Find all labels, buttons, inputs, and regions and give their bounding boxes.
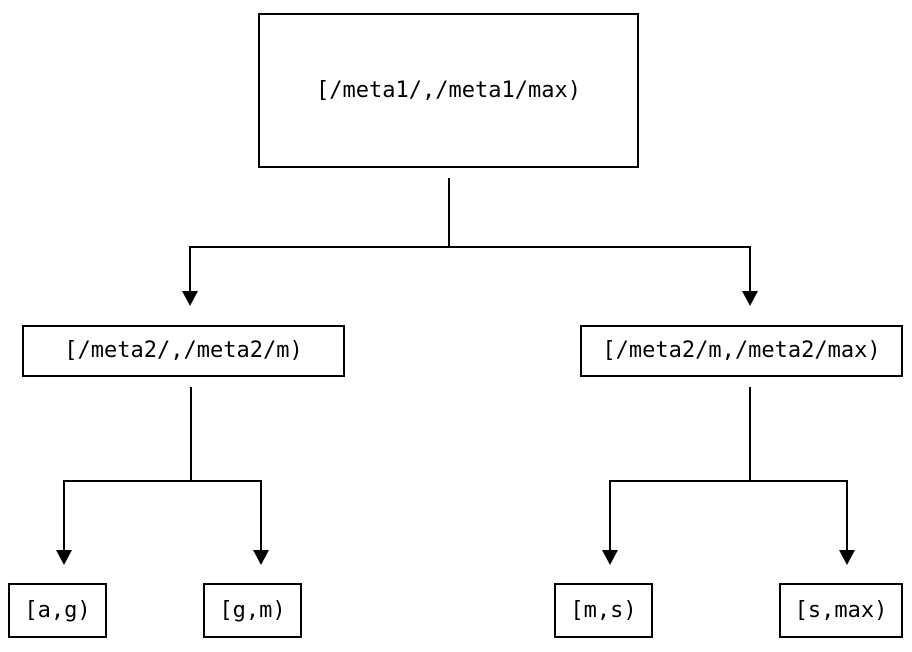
node-leaf-ms: [m,s) (554, 583, 653, 638)
edge-meta2-low-stem (64, 387, 261, 482)
arrow-down-icon (56, 550, 72, 565)
node-leaf-ag: [a,g) (8, 583, 107, 638)
node-meta2-high: [/meta2/m,/meta2/max) (580, 325, 903, 377)
node-meta2-low: [/meta2/,/meta2/m) (22, 325, 345, 377)
arrow-down-icon (602, 550, 618, 565)
node-leaf-gm-label: [g,m) (219, 597, 286, 623)
node-meta2-high-label: [/meta2/m,/meta2/max) (602, 338, 881, 363)
arrow-down-icon (182, 291, 198, 306)
edge-root-to-meta2-high (742, 246, 758, 306)
node-root-label: [/meta1/,/meta1/max) (316, 77, 581, 103)
node-leaf-ag-label: [a,g) (24, 597, 91, 623)
edge-meta2-high-to-leaf-smax (839, 480, 855, 565)
node-meta2-low-label: [/meta2/,/meta2/m) (64, 338, 303, 363)
arrow-down-icon (742, 291, 758, 306)
edge-meta2-low-to-leaf-ag (56, 480, 72, 565)
edge-root-to-meta2-low (182, 246, 198, 306)
node-leaf-gm: [g,m) (203, 583, 302, 638)
node-root: [/meta1/,/meta1/max) (258, 13, 639, 168)
node-leaf-ms-label: [m,s) (570, 597, 637, 623)
edge-meta2-low-to-leaf-gm (253, 480, 269, 565)
edge-meta2-high-stem (610, 387, 847, 482)
arrow-down-icon (253, 550, 269, 565)
arrow-down-icon (839, 550, 855, 565)
node-leaf-smax: [s,max) (779, 583, 903, 638)
edge-meta2-high-to-leaf-ms (602, 480, 618, 565)
node-leaf-smax-label: [s,max) (794, 597, 888, 623)
edge-root-stem (190, 178, 750, 248)
